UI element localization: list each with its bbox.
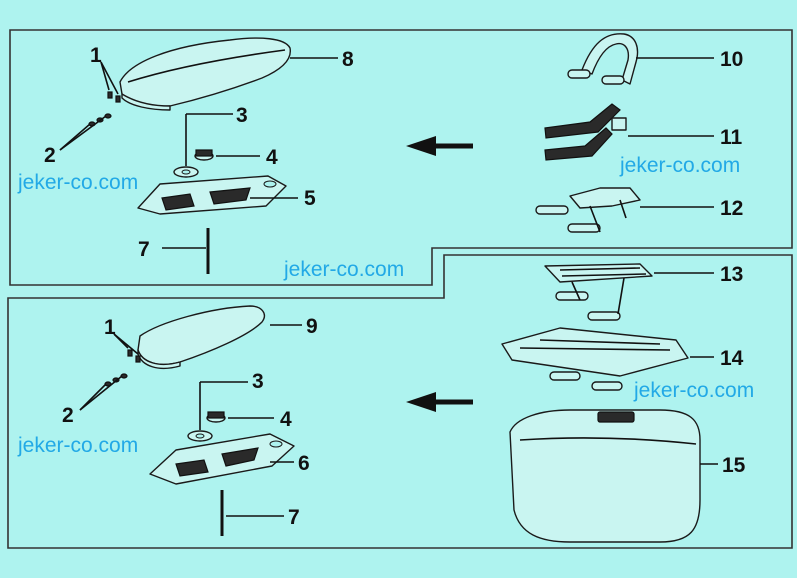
callouts: 1 2 3 4 5 7 8 10 11 12 1 2 3 4 6 7 9 13 … — [44, 44, 746, 529]
rack-13 — [544, 263, 653, 321]
handle-10 — [567, 33, 639, 85]
bushing-4-bot — [206, 411, 226, 423]
rack-14 — [501, 327, 689, 391]
callout-7-bot: 7 — [288, 506, 300, 529]
lower-group-frame — [7, 254, 793, 549]
leader-lines — [59, 57, 718, 517]
watermark-4: jeker-co.com — [633, 379, 754, 402]
upper-group-frame — [9, 29, 793, 286]
carrier-12 — [535, 187, 641, 233]
seat-8 — [119, 37, 292, 111]
bracket-11 — [544, 103, 627, 161]
callout-3-top: 3 — [236, 104, 248, 127]
washer-3-top — [173, 166, 199, 178]
callout-4-top: 4 — [266, 146, 278, 169]
callout-8: 8 — [342, 48, 354, 71]
callout-15: 15 — [722, 454, 746, 477]
seat-base-5 — [137, 175, 287, 215]
washer-3-bot — [187, 430, 213, 442]
top-case-15 — [509, 409, 701, 543]
callout-11: 11 — [720, 126, 743, 149]
seat-base-6 — [149, 433, 295, 485]
watermarks: jeker-co.com jeker-co.com jeker-co.com j… — [17, 154, 754, 457]
callout-6: 6 — [298, 452, 310, 475]
seat-bolts-1-top — [107, 91, 121, 103]
watermark-2: jeker-co.com — [619, 154, 740, 177]
watermark-3: jeker-co.com — [283, 258, 404, 281]
callout-14: 14 — [720, 347, 744, 370]
bushing-4-top — [194, 149, 214, 161]
callout-1-top: 1 — [90, 44, 102, 67]
watermark-1: jeker-co.com — [17, 171, 138, 194]
lower-transition-arrow — [406, 392, 473, 412]
callout-12: 12 — [720, 197, 743, 220]
callout-2-top: 2 — [44, 144, 56, 167]
callout-10: 10 — [720, 48, 743, 71]
callout-5: 5 — [304, 187, 316, 210]
callout-9: 9 — [306, 315, 318, 338]
callout-2-bot: 2 — [62, 404, 74, 427]
callout-7-top: 7 — [138, 238, 150, 261]
seat-9 — [137, 305, 266, 370]
seat-bolts-1-bot — [127, 349, 141, 363]
callout-4-bot: 4 — [280, 408, 292, 431]
callout-3-bot: 3 — [252, 370, 264, 393]
watermark-5: jeker-co.com — [17, 434, 138, 457]
callout-1-bot: 1 — [104, 316, 116, 339]
callout-13: 13 — [720, 263, 743, 286]
upper-transition-arrow — [406, 136, 473, 156]
